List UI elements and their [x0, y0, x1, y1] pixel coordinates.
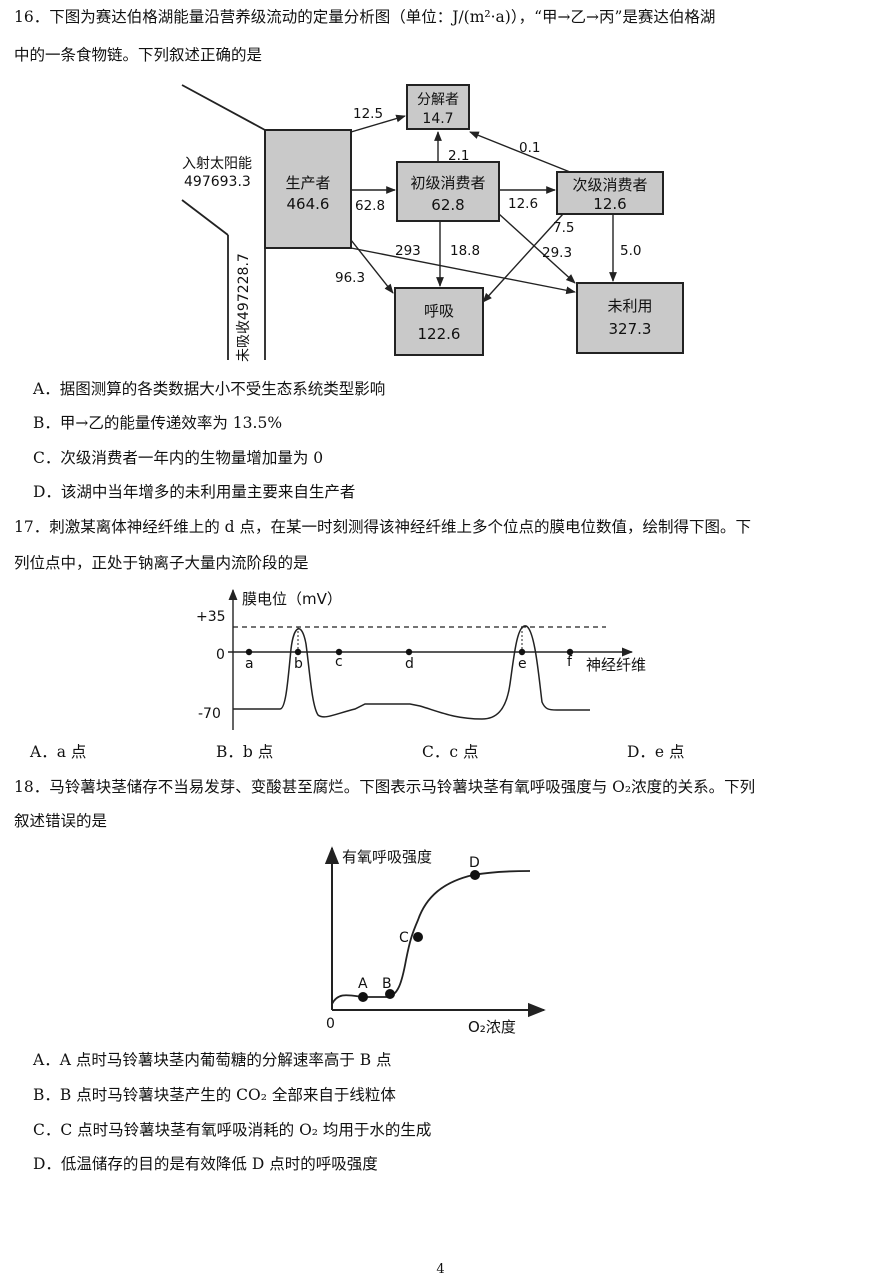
decomposer-label: 分解者	[417, 92, 459, 108]
producer-value: 464.6	[287, 195, 330, 213]
q16-option-d: D．该湖中当年增多的未利用量主要来自生产者	[33, 483, 356, 501]
unused-box	[576, 282, 684, 354]
point-C-label: C	[399, 930, 409, 946]
fiber-points: a b c d e f	[245, 648, 574, 672]
flow-0-1: 0.1	[519, 140, 540, 156]
point-C-dot	[413, 932, 423, 942]
ytick-minus70: -70	[198, 706, 221, 722]
y-axis-label: 有氧呼吸强度	[342, 848, 432, 866]
point-e-label: e	[518, 656, 527, 672]
point-b-dot	[294, 648, 302, 656]
q16-option-c: C．次级消费者一年内的生物量增加量为 0	[33, 449, 324, 467]
point-a-label: a	[245, 656, 254, 672]
flow-7-5: 7.5	[553, 220, 574, 236]
point-D-dot	[470, 870, 480, 880]
primary-label: 初级消费者	[410, 174, 485, 192]
q17-option-c: C．c 点	[422, 743, 479, 761]
q18-option-d: D．低温储存的目的是有效降低 D 点时的呼吸强度	[33, 1155, 378, 1173]
flow-96-3: 96.3	[335, 270, 365, 286]
arrow-producer-unused	[350, 247, 576, 295]
producer-box	[264, 129, 352, 249]
y-axis-label: 膜电位（mV）	[242, 590, 342, 608]
arrow-secondary-decomposer	[469, 131, 571, 173]
flow-18-8: 18.8	[450, 243, 480, 259]
point-c-dot	[335, 648, 343, 656]
flow-293: 293	[395, 243, 421, 259]
q17-option-a: A．a 点	[30, 743, 87, 761]
secondary-consumer-box	[556, 171, 664, 215]
point-D-label: D	[469, 855, 480, 871]
point-A-dot	[358, 992, 368, 1002]
decomposer-value: 14.7	[422, 111, 453, 127]
q17-option-b: B．b 点	[216, 743, 274, 761]
point-d-label: d	[405, 656, 414, 672]
ytick-plus35: +35	[196, 609, 226, 625]
membrane-potential-chart: 膜电位（mV） 神经纤维 +35 0 -70 a b c d e f	[196, 588, 646, 730]
point-a-dot	[245, 648, 253, 656]
unabsorbed-label: 未吸收497228.7	[236, 253, 252, 362]
point-e-dot	[518, 648, 526, 656]
potential-curve	[233, 625, 590, 720]
ytick-0: 0	[216, 647, 225, 663]
q17-option-d: D．e 点	[627, 743, 685, 761]
q18-option-c: C．C 点时马铃薯块茎有氧呼吸消耗的 O₂ 均用于水的生成	[33, 1121, 432, 1139]
respiration-label: 呼吸	[424, 302, 454, 320]
point-c-label: c	[335, 654, 343, 670]
respiration-value: 122.6	[418, 325, 461, 343]
q16-option-b: B．甲→乙的能量传递效率为 13.5%	[33, 414, 283, 432]
flow-5-0: 5.0	[620, 243, 641, 259]
x-axis-label: O₂浓度	[468, 1018, 516, 1036]
secondary-value: 12.6	[593, 195, 626, 213]
arrow-secondary-respiration	[482, 213, 564, 303]
q18-option-a: A．A 点时马铃薯块茎内葡萄糖的分解速率高于 B 点	[33, 1051, 392, 1069]
arrow-primary-unused	[498, 213, 576, 284]
point-f-label: f	[567, 654, 573, 670]
page-number: 4	[436, 1262, 445, 1277]
q16-stem-line1: 16．下图为赛达伯格湖能量沿营养级流动的定量分析图（单位：J/(m²·a)），“…	[14, 8, 716, 26]
input-value: 497693.3	[184, 174, 251, 190]
producer-label: 生产者	[285, 174, 330, 192]
secondary-label: 次级消费者	[572, 176, 647, 194]
decomposer-box	[406, 84, 470, 130]
unused-label: 未利用	[607, 297, 652, 315]
q17-stem-line2: 列位点中，正处于钠离子大量内流阶段的是	[14, 554, 309, 572]
q18-stem-line1: 18．马铃薯块茎储存不当易发芽、变酸甚至腐烂。下图表示马铃薯块茎有氧呼吸强度与 …	[14, 778, 756, 796]
unused-value: 327.3	[609, 320, 652, 338]
respiration-box	[394, 287, 484, 356]
origin-label: 0	[326, 1016, 335, 1032]
q18-stem-line2: 叙述错误的是	[14, 812, 108, 830]
flow-62-8: 62.8	[355, 198, 385, 214]
energy-flow-diagram: 入射太阳能 497693.3 未吸收497228.7 生产者 464.6 分解者…	[181, 84, 684, 362]
flow-12-5: 12.5	[353, 106, 383, 122]
respiration-o2-chart: A B C D 有氧呼吸强度 O₂浓度 0	[324, 846, 546, 1036]
sunlight-lower-edge	[181, 199, 229, 236]
flow-12-6: 12.6	[508, 196, 538, 212]
point-d-dot	[405, 648, 413, 656]
q16-option-a: A．据图测算的各类数据大小不受生态系统类型影响	[33, 380, 386, 398]
point-f-dot	[566, 648, 574, 656]
point-b-label: b	[294, 656, 303, 672]
sunlight-upper-edge	[181, 84, 266, 131]
q16-stem-line2: 中的一条食物链。下列叙述正确的是	[14, 46, 263, 64]
q18-option-b: B．B 点时马铃薯块茎产生的 CO₂ 全部来自于线粒体	[33, 1086, 396, 1104]
point-B-label: B	[382, 976, 392, 992]
q17-stem-line1: 17．刺激某离体神经纤维上的 d 点，在某一时刻测得该神经纤维上多个位点的膜电位…	[14, 518, 752, 536]
point-A-label: A	[358, 976, 368, 992]
point-B-dot	[385, 989, 395, 999]
x-axis-label: 神经纤维	[586, 656, 646, 674]
flow-29-3: 29.3	[542, 245, 572, 261]
primary-consumer-box	[396, 161, 500, 222]
flow-2-1: 2.1	[448, 148, 469, 164]
arrow-producer-decomposer	[350, 114, 406, 133]
primary-value: 62.8	[431, 196, 464, 214]
arrow-producer-respiration	[350, 239, 394, 294]
input-label: 入射太阳能	[182, 156, 252, 172]
